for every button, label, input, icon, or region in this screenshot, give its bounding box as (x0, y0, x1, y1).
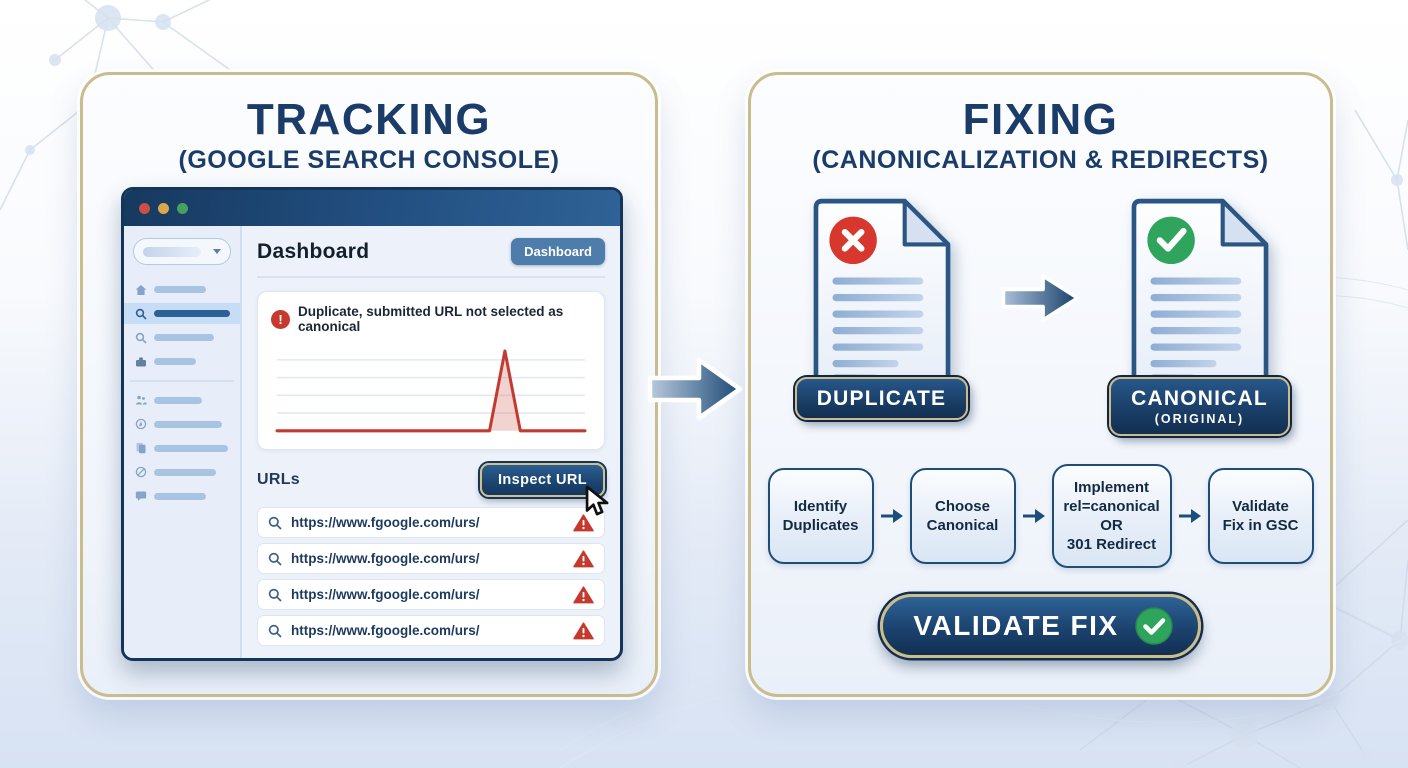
sidebar-item-messages[interactable] (124, 486, 240, 507)
url-text: https://www.fgoogle.com/urs/ (291, 515, 480, 530)
chevron-down-icon (213, 249, 221, 254)
pages-icon (134, 442, 147, 455)
duplicate-badge-label: DUPLICATE (816, 387, 947, 410)
warning-triangle-icon (573, 513, 594, 531)
dashboard-header: Dashboard Dashboard (257, 238, 605, 278)
url-row[interactable]: https://www.fgoogle.com/urs/ (257, 507, 605, 538)
inspect-url-button[interactable]: Inspect URL (480, 463, 605, 497)
fixing-panel: FIXING (CANONICALIZATION & REDIRECTS) (748, 72, 1333, 697)
canonical-document: CANONICAL (ORIGINAL) (1100, 197, 1300, 437)
property-dropdown-skeleton (143, 246, 201, 257)
documents-row: DUPLICATE CANONICAL (ORIGINA (751, 197, 1330, 437)
url-text: https://www.fgoogle.com/urs/ (291, 623, 480, 638)
validate-fix-label: VALIDATE FIX (913, 610, 1119, 642)
experience-icon (134, 394, 147, 407)
minimize-window-icon[interactable] (158, 202, 169, 214)
panel-transition-arrow-icon (647, 357, 743, 421)
check-circle-icon (1134, 607, 1173, 645)
sidebar-item-removals[interactable] (124, 462, 240, 483)
sidebar-item-pages[interactable] (124, 438, 240, 459)
step-implement-canonical-or-redirect: Implement rel=canonical OR 301 Redirect (1051, 464, 1172, 569)
step-identify-duplicates: Identify Duplicates (767, 468, 874, 565)
fixing-subtitle: (CANONICALIZATION & REDIRECTS) (812, 146, 1269, 174)
step-choose-canonical: Choose Canonical (909, 468, 1016, 565)
maximize-window-icon[interactable] (177, 202, 188, 214)
search-icon (268, 552, 282, 566)
arrow-right-icon (1178, 509, 1201, 524)
document-icon (1131, 198, 1268, 392)
arrow-right-icon (1022, 509, 1045, 524)
error-spike-chart (275, 349, 587, 433)
canonical-badge-label: CANONICAL (1131, 387, 1268, 410)
mouse-cursor-icon (585, 485, 609, 516)
tracking-subtitle: (GOOGLE SEARCH CONSOLE) (178, 146, 560, 174)
home-icon (134, 283, 147, 296)
url-text: https://www.fgoogle.com/urs/ (291, 587, 480, 602)
arrow-right-icon (880, 509, 903, 524)
sidebar-item-home[interactable] (124, 279, 240, 300)
fix-steps-row: Identify Duplicates Choose Canonical Imp… (751, 464, 1330, 569)
url-list: https://www.fgoogle.com/urs/ https://www… (257, 507, 605, 646)
tracking-panel: TRACKING (GOOGLE SEARCH CONSOLE) (80, 72, 658, 697)
close-window-icon[interactable] (139, 202, 150, 214)
removals-icon (134, 466, 147, 479)
check-circle-icon (1146, 216, 1195, 265)
tracking-title: TRACKING (246, 95, 492, 144)
search-icon (134, 331, 147, 344)
sidebar-item-performance[interactable] (124, 327, 240, 348)
search-icon (268, 516, 282, 530)
browser-window: Dashboard Dashboard ! Duplicate, submitt… (121, 187, 623, 661)
messages-icon (134, 490, 147, 503)
sidebar-item-url-inspection[interactable] (124, 303, 240, 324)
warning-triangle-icon (573, 585, 594, 603)
dashboard-button[interactable]: Dashboard (511, 238, 605, 265)
urls-header: URLs Inspect URL (257, 463, 609, 516)
url-row[interactable]: https://www.fgoogle.com/urs/ (257, 579, 605, 610)
canonical-badge: CANONICAL (ORIGINAL) (1109, 377, 1290, 437)
url-row[interactable]: https://www.fgoogle.com/urs/ (257, 615, 605, 646)
duplicate-badge: DUPLICATE (794, 377, 969, 421)
canonical-badge-sublabel: (ORIGINAL) (1154, 412, 1245, 427)
apps-icon (134, 355, 147, 368)
search-icon (134, 307, 147, 320)
search-icon (268, 588, 282, 602)
sidebar-divider (130, 380, 234, 382)
gsc-main-area: Dashboard Dashboard ! Duplicate, submitt… (242, 226, 620, 658)
page-title: Dashboard (257, 239, 370, 263)
warning-triangle-icon (573, 549, 594, 567)
sidebar-item-indexing[interactable] (124, 351, 240, 372)
url-row[interactable]: https://www.fgoogle.com/urs/ (257, 543, 605, 574)
fixing-title: FIXING (962, 95, 1119, 144)
window-titlebar (124, 190, 620, 226)
alert-message: Duplicate, submitted URL not selected as… (298, 304, 564, 334)
compass-icon (134, 418, 147, 431)
error-circle-icon: ! (271, 309, 290, 329)
url-text: https://www.fgoogle.com/urs/ (291, 551, 480, 566)
sidebar-item-discover[interactable] (124, 414, 240, 435)
alert-card: ! Duplicate, submitted URL not selected … (257, 291, 605, 450)
search-icon (268, 624, 282, 638)
sidebar-item-experience[interactable] (124, 390, 240, 411)
document-icon (813, 198, 950, 392)
warning-triangle-icon (573, 621, 594, 639)
urls-label: URLs (257, 471, 300, 488)
duplicate-to-canonical-arrow-icon (1000, 273, 1080, 323)
gsc-sidebar (124, 226, 242, 658)
duplicate-document: DUPLICATE (782, 197, 982, 421)
property-dropdown[interactable] (133, 238, 231, 265)
validate-fix-button[interactable]: VALIDATE FIX (880, 594, 1201, 659)
step-validate-fix-in-gsc: Validate Fix in GSC (1207, 468, 1314, 565)
